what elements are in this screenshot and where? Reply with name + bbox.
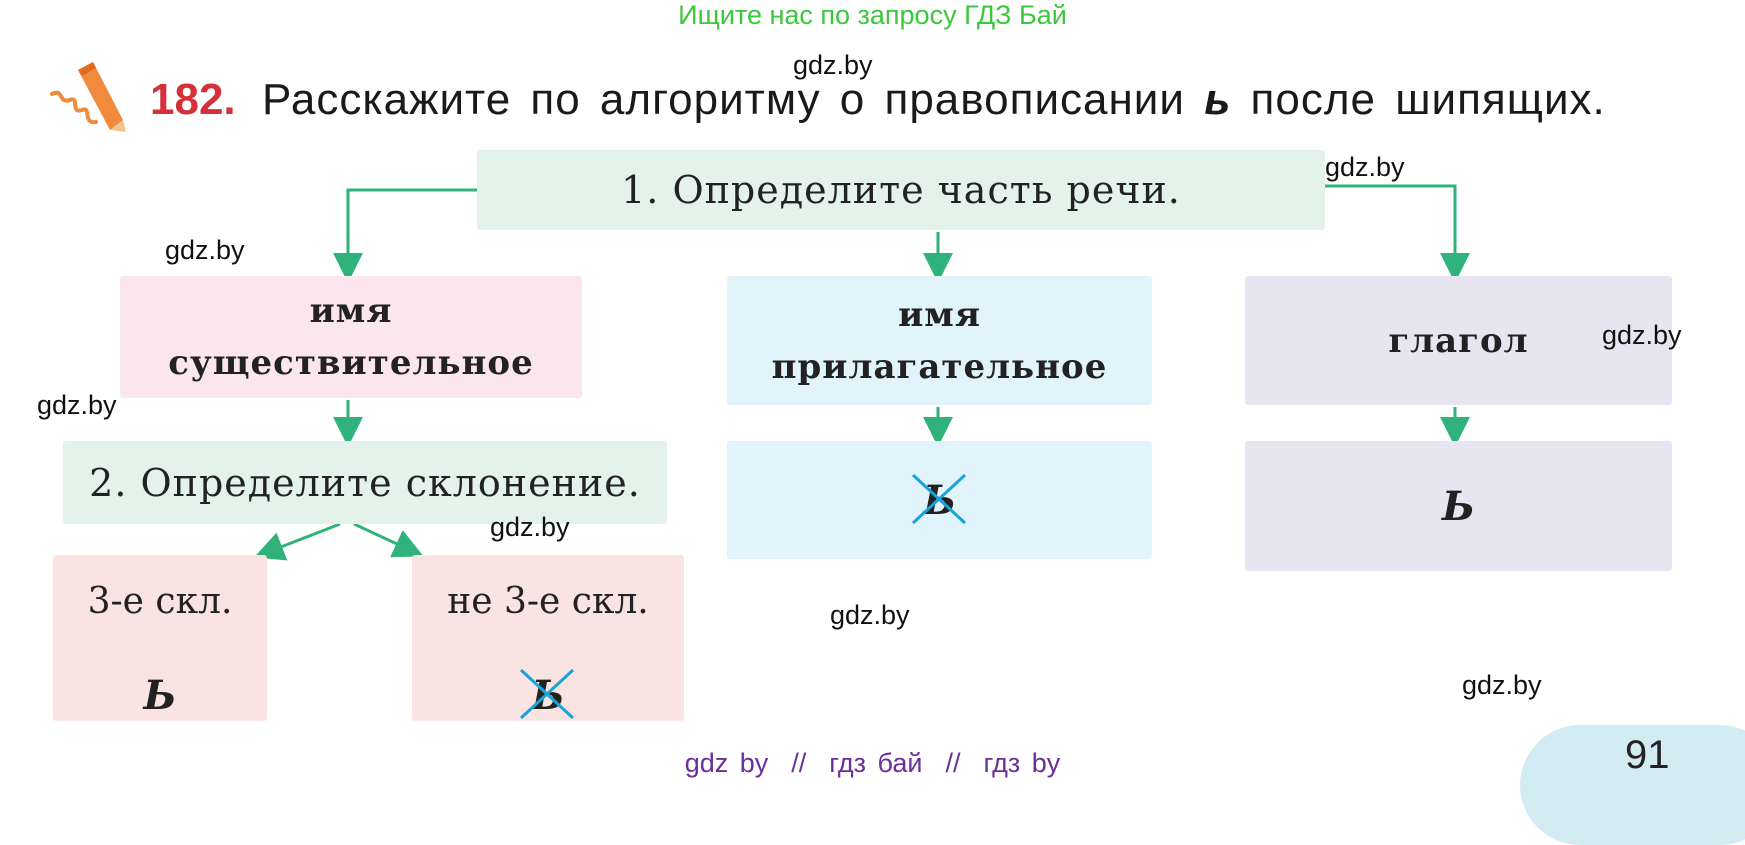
exercise-text: Расскажите по алгоритму о правописании ь…: [262, 75, 1606, 125]
watermark: gdz.by: [490, 512, 570, 542]
noun-box: имя существительное: [120, 276, 582, 398]
declension3-result-letter: Ь: [143, 672, 177, 719]
watermark: gdz.by: [793, 50, 873, 80]
verb-box: глагол: [1245, 276, 1672, 405]
exercise-text-after: после шипящих.: [1250, 75, 1606, 124]
cross-icon: [520, 668, 575, 720]
declension3-box: 3-е скл. Ь: [53, 555, 267, 721]
verb-result-box: Ь: [1245, 441, 1672, 571]
watermark: gdz.by: [1602, 320, 1682, 350]
step1-box: 1. Определите часть речи.: [477, 150, 1325, 230]
adjective-result-box: Ь: [727, 441, 1152, 559]
page-number: 91: [1625, 733, 1670, 777]
watermark: gdz.by: [1462, 670, 1542, 700]
declension3-label: 3-е скл.: [87, 581, 233, 622]
not-declension3-box: не 3-е скл. Ь: [412, 555, 684, 721]
exercise-number: 182.: [150, 75, 236, 124]
watermark: gdz.by: [830, 600, 910, 630]
step2-box: 2. Определите склонение.: [63, 441, 667, 524]
exercise-letter: ь: [1204, 75, 1232, 124]
adjective-label-line1: имя: [898, 294, 981, 335]
adjective-box: имя прилагательное: [727, 276, 1152, 405]
verb-result-letter: Ь: [1441, 482, 1475, 530]
not-declension3-crossed-soft-sign: Ь: [520, 668, 575, 720]
exercise-text-before: Расскажите по алгоритму о правописании: [262, 75, 1185, 124]
pencil-icon: [48, 60, 128, 135]
noun-label-line2: существительное: [168, 343, 534, 383]
watermark: gdz.by: [37, 390, 117, 420]
verb-label: глагол: [1388, 320, 1529, 361]
footer-links: gdz by // гдз бай // гдз by: [684, 748, 1061, 778]
cross-icon: [911, 473, 967, 524]
page-number-badge: 91: [1520, 725, 1745, 845]
watermark: gdz.by: [1325, 152, 1405, 182]
noun-label-line1: имя: [309, 291, 393, 331]
step2-label: 2. Определите склонение.: [89, 460, 641, 505]
step1-label: 1. Определите часть речи.: [621, 168, 1181, 212]
not-declension3-label: не 3-е скл.: [447, 581, 649, 622]
adjective-result-crossed-soft-sign: Ь: [911, 473, 967, 524]
adjective-label-line2: прилагательное: [771, 346, 1108, 387]
promo-banner: Ищите нас по запросу ГДЗ Бай: [678, 0, 1067, 30]
watermark: gdz.by: [165, 235, 245, 265]
